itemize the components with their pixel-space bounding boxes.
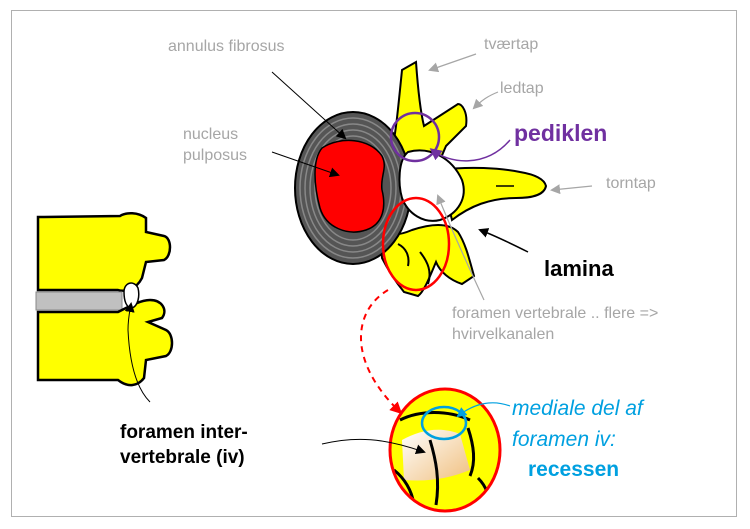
label-ledtap: ledtap <box>500 80 544 98</box>
label-mediale-line1: mediale del af <box>512 397 643 421</box>
label-nucleus-line1: nucleus <box>183 126 238 144</box>
label-foramen-vertebrale-line1: foramen vertebrale .. flere => <box>452 305 658 323</box>
label-tvaertap: tværtap <box>484 36 538 54</box>
label-torntap: torntap <box>606 175 656 193</box>
label-foramen-inter-line1: foramen inter- <box>120 422 248 444</box>
label-annulus-fibrosus: annulus fibrosus <box>168 38 285 56</box>
label-foramen-vertebrale-line2: hvirvelkanalen <box>452 326 554 344</box>
upper-vertebra-lateral <box>38 213 170 290</box>
label-pediklen: pediklen <box>514 120 607 146</box>
lower-vertebra-lateral <box>38 300 172 385</box>
vertebrae-lateral <box>36 213 172 385</box>
label-recessen: recessen <box>528 458 619 482</box>
label-nucleus-line2: pulposus <box>183 147 247 165</box>
label-mediale-line2: foramen iv: <box>512 428 616 452</box>
nucleus-shape <box>315 140 384 232</box>
label-foramen-inter-line2: vertebrale (iv) <box>120 447 245 469</box>
disc-lateral <box>36 292 122 310</box>
label-lamina: lamina <box>544 256 614 281</box>
recess-zoom <box>390 389 500 511</box>
